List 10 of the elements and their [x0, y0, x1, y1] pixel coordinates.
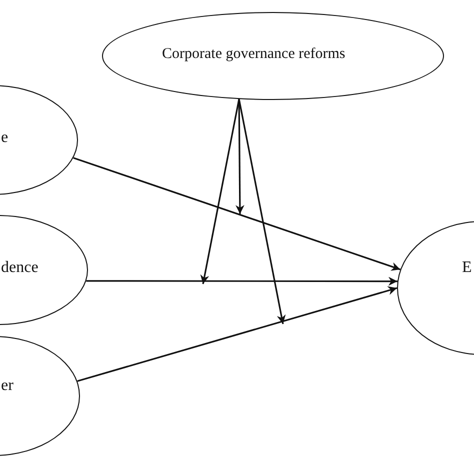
arrow — [73, 157, 401, 271]
arrow — [77, 286, 398, 382]
node-label: e — [1, 129, 8, 147]
arrow — [238, 98, 286, 324]
node-label: dence — [1, 259, 38, 277]
arrow — [200, 98, 240, 284]
node-label: E — [462, 259, 472, 277]
arrow — [86, 276, 398, 286]
node-label: Corporate governance reforms — [162, 46, 346, 62]
node-label: er — [1, 377, 14, 395]
